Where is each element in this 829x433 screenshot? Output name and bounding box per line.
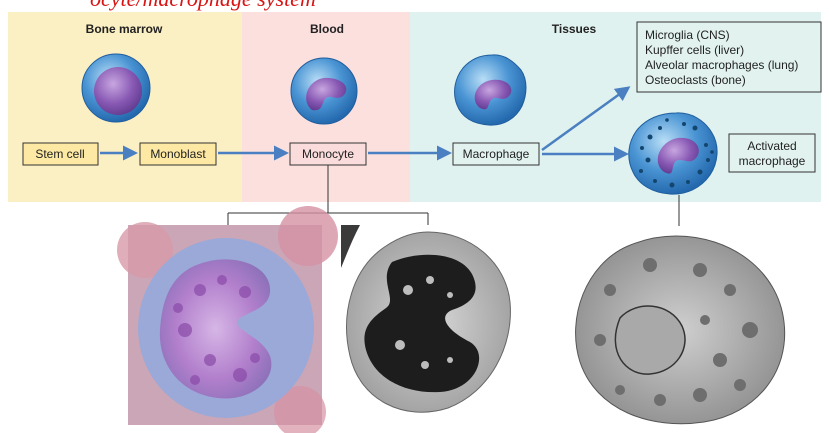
zone-title-blood: Blood (310, 22, 344, 36)
monocyte-cell-illustration (290, 57, 358, 125)
activated-macrophage-label-line1: Activated (747, 139, 796, 153)
monocyte-light-micrograph (117, 206, 338, 433)
activated-macrophage-electron-micrograph (563, 226, 795, 426)
tissue-macrophage-item: Kupffer cells (liver) (645, 43, 744, 57)
activated-macrophage-label-line2: macrophage (739, 154, 806, 168)
cutoff-heading-text: ocyte/macrophage system (90, 0, 316, 12)
tissue-macrophage-item: Osteoclasts (bone) (645, 73, 746, 87)
activated-macrophage-box (728, 133, 816, 173)
activated-macrophage-cell-illustration (628, 112, 718, 195)
macrophage-label: Macrophage (463, 147, 530, 161)
monoblast-cell-illustration (81, 53, 151, 123)
stem-cell-box (22, 142, 99, 166)
monoblast-label: Monoblast (150, 147, 206, 161)
tissue-macrophage-item: Microglia (CNS) (645, 28, 730, 42)
zone-title-tissues: Tissues (552, 22, 597, 36)
macrophage-box (452, 142, 540, 166)
macrophage-cell-illustration (454, 54, 527, 126)
monoblast-box (139, 142, 217, 166)
arrow-macrophage-to-tissue-types (541, 86, 631, 152)
zone-title-bone-marrow: Bone marrow (86, 22, 163, 36)
monocyte-label: Monocyte (302, 147, 354, 161)
monocyte-micrograph-connector (227, 165, 429, 225)
monocyte-electron-micrograph (341, 225, 518, 425)
tissue-macrophage-item: Alveolar macrophages (lung) (645, 58, 798, 72)
stem-cell-label: Stem cell (35, 147, 84, 161)
tissue-macrophages-box (636, 21, 822, 93)
